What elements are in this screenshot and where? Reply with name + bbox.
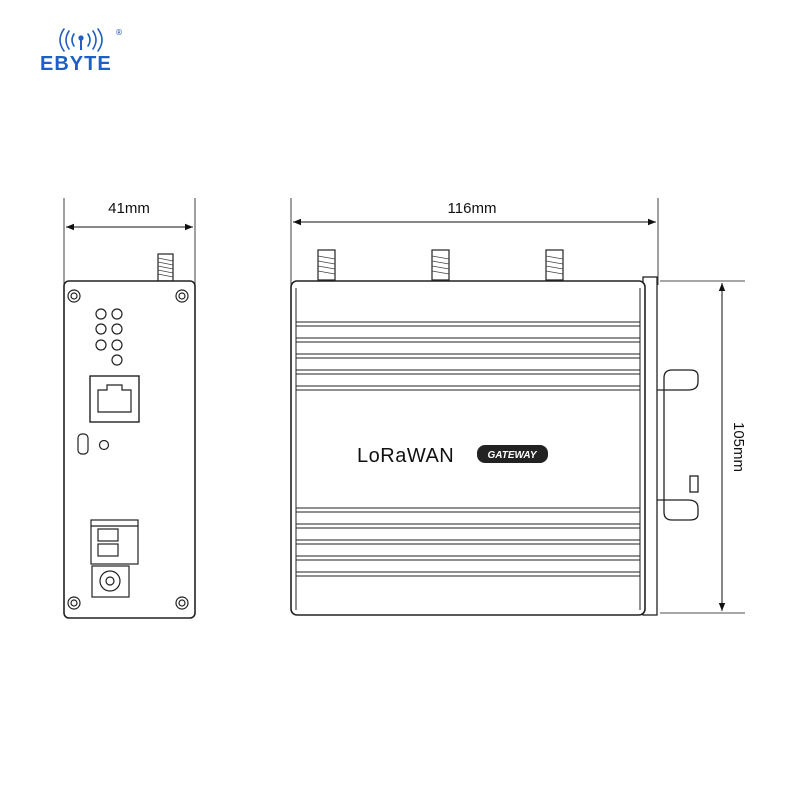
product-name: LoRaWAN — [357, 445, 454, 467]
antenna-connector-icon — [317, 249, 564, 281]
side-width-label: 41mm — [108, 200, 150, 217]
ebyte-logo-icon — [59, 28, 103, 52]
status-led-icon — [98, 439, 110, 451]
screw-icon — [67, 289, 189, 610]
brand-name: EBYTE — [40, 53, 112, 75]
height-label: 105mm — [730, 422, 747, 472]
terminal-block-icon — [90, 519, 139, 565]
usb-port-icon — [77, 433, 89, 455]
heatsink-fins-bottom — [296, 507, 640, 577]
gateway-badge-label: GATEWAY — [487, 450, 537, 461]
led-indicator-icon — [95, 308, 123, 366]
front-width-label: 116mm — [448, 200, 497, 217]
din-rail-clip — [642, 276, 699, 616]
ethernet-port-icon — [89, 375, 140, 423]
front-view: 116mm — [290, 198, 747, 616]
gateway-badge — [477, 445, 548, 463]
side-view: 41mm — [63, 198, 196, 619]
heatsink-fins-top — [296, 321, 640, 391]
gateway-body — [290, 280, 646, 616]
dc-power-jack-icon — [91, 565, 130, 598]
registered-mark: ® — [115, 28, 123, 37]
